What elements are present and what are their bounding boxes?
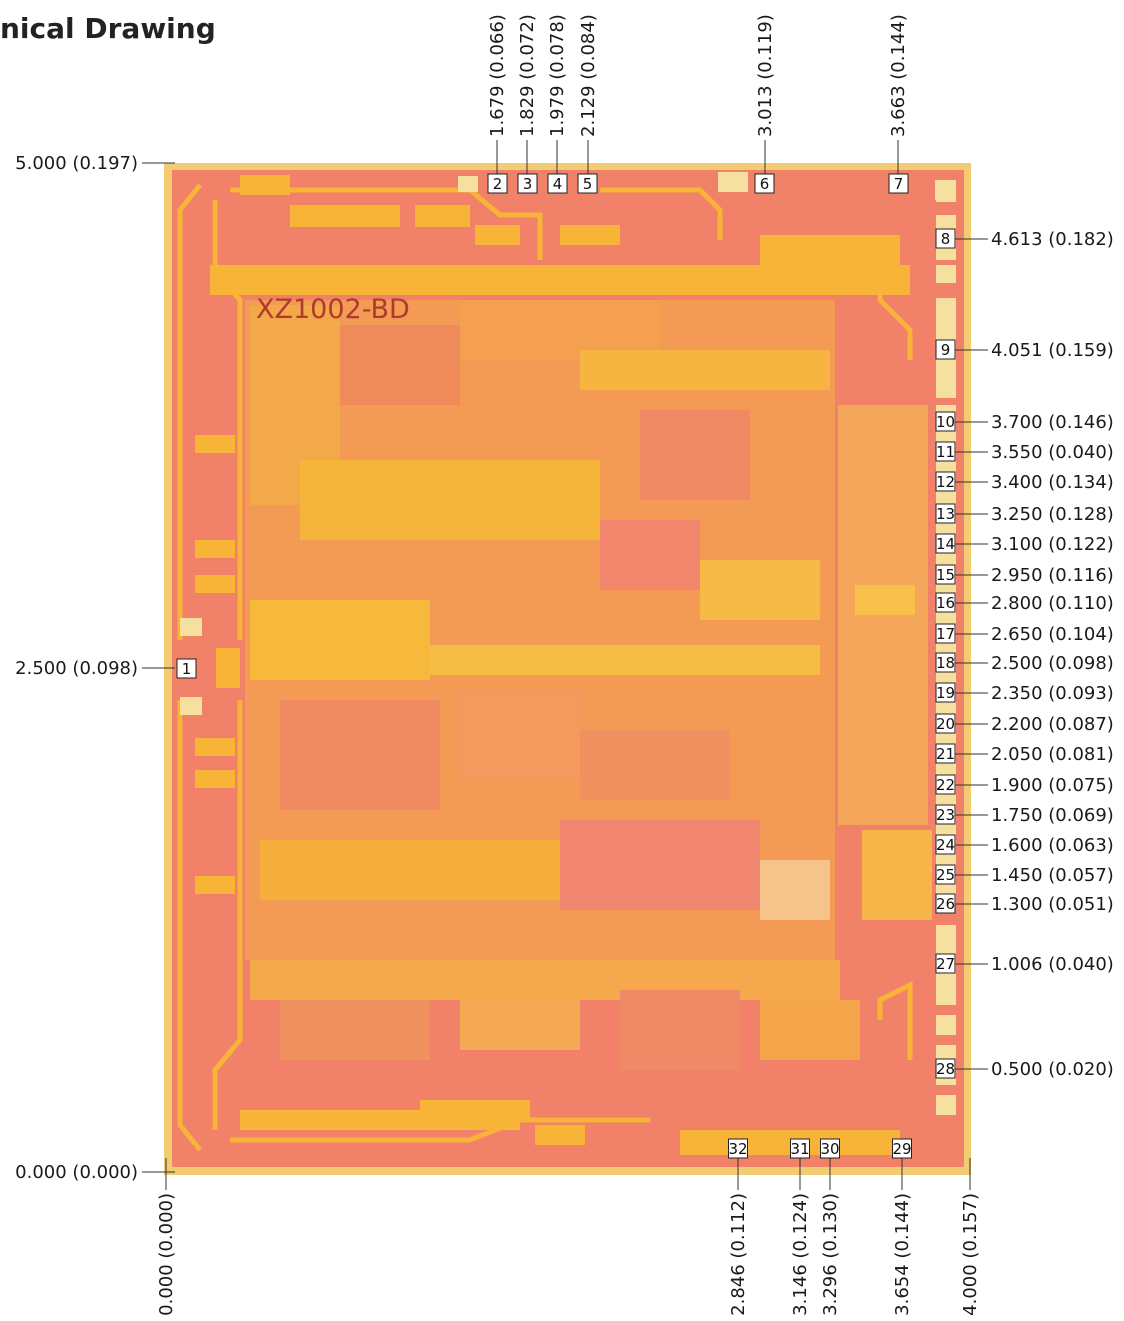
pad-12-number: 12 [936, 473, 955, 491]
pad-16-number: 16 [936, 594, 955, 612]
right-dim-label-14: 3.100 (0.122) [991, 534, 1114, 555]
pad-5-number: 5 [583, 175, 593, 193]
pad-22-number: 22 [936, 776, 955, 794]
pad-29-number: 29 [892, 1140, 911, 1158]
right-dim-label-28: 0.500 (0.020) [991, 1059, 1114, 1080]
die-right-array [838, 405, 932, 920]
pad-25-number: 25 [936, 866, 955, 884]
right-dim-label-12: 3.400 (0.134) [991, 472, 1114, 493]
right-dim-label-10: 3.700 (0.146) [991, 412, 1114, 433]
drawing-title: nical Drawing [0, 12, 216, 45]
pad-23-number: 23 [936, 806, 955, 824]
pad-9-number: 9 [941, 341, 951, 359]
pad-7-number: 7 [894, 175, 904, 193]
right-dim-label-13: 3.250 (0.128) [991, 504, 1114, 525]
pad-10-number: 10 [936, 413, 955, 431]
die-left-blocks [195, 435, 240, 894]
pad-31-number: 31 [790, 1140, 809, 1158]
left-dim-label-1: 2.500 (0.098) [15, 658, 138, 679]
die-part-label: XZ1002-BD [256, 294, 410, 325]
right-dim-label-23: 1.750 (0.069) [991, 805, 1114, 826]
pad-32-box [728, 1138, 748, 1159]
pad-19-number: 19 [936, 684, 955, 702]
pad-5-box [577, 173, 598, 194]
pad-6-box [754, 173, 775, 194]
die-traces [177, 183, 913, 1152]
pad-2-box [487, 173, 508, 194]
right-dim-label-17: 2.650 (0.104) [991, 624, 1114, 645]
right-dim-label-27: 1.006 (0.040) [991, 954, 1114, 975]
pad-30-number: 30 [820, 1140, 839, 1158]
top-dim-label-4: 1.979 (0.078) [547, 14, 568, 137]
top-dim-label-6: 3.013 (0.119) [755, 14, 776, 137]
right-dim-label-11: 3.550 (0.040) [991, 442, 1114, 463]
right-dim-label-15: 2.950 (0.116) [991, 565, 1114, 586]
right-dim-label-20: 2.200 (0.087) [991, 714, 1114, 735]
right-dim-label-22: 1.900 (0.075) [991, 775, 1114, 796]
pad-27-number: 27 [936, 955, 955, 973]
dimension-annotations: 1.679 (0.066) 2 1.829 (0.072) 3 1.979 (0.078… [15, 14, 1114, 1316]
right-dim-label-24: 1.600 (0.063) [991, 835, 1114, 856]
pad-15-number: 15 [936, 566, 955, 584]
bottom-dim-label-2: 3.146 (0.124) [790, 1193, 811, 1316]
pad-6-number: 6 [760, 175, 770, 193]
right-dim-label-16: 2.800 (0.110) [991, 593, 1114, 614]
left-dim-label-0: 5.000 (0.197) [15, 153, 138, 174]
right-bond-pads [936, 180, 956, 1115]
pad-3-number: 3 [523, 175, 533, 193]
right-dim-label-8: 4.613 (0.182) [991, 229, 1114, 250]
pad-26-number: 26 [936, 895, 955, 913]
pad-3-box [517, 173, 538, 194]
pad-13-number: 13 [936, 505, 955, 523]
top-dim-label-5: 2.129 (0.084) [578, 14, 599, 137]
pad-24-number: 24 [936, 836, 955, 854]
pad-14-number: 14 [936, 535, 955, 553]
pad-7-box [888, 173, 909, 194]
pad-21-number: 21 [936, 745, 955, 763]
bottom-dim-label-4: 3.654 (0.144) [892, 1193, 913, 1316]
bottom-dim-label-0: 0.000 (0.000) [156, 1193, 177, 1316]
right-dim-label-26: 1.300 (0.051) [991, 894, 1114, 915]
top-dim-label-3: 1.829 (0.072) [517, 14, 538, 137]
pad-4-box [547, 173, 568, 194]
bottom-dim-label-3: 3.296 (0.130) [820, 1193, 841, 1316]
pad-29-box [892, 1138, 912, 1159]
top-dim-label-7: 3.663 (0.144) [888, 14, 909, 137]
pad-28-number: 28 [936, 1060, 955, 1078]
pad-1-number: 1 [182, 660, 192, 678]
bottom-dim-label-1: 2.846 (0.112) [728, 1193, 749, 1316]
pad-17-number: 17 [936, 625, 955, 643]
right-dim-label-9: 4.051 (0.159) [991, 340, 1114, 361]
pad-11-number: 11 [936, 443, 955, 461]
pad-32-number: 32 [728, 1140, 747, 1158]
pad-8-number: 8 [941, 230, 951, 248]
pad-31-box [790, 1138, 810, 1159]
right-dim-label-21: 2.050 (0.081) [991, 744, 1114, 765]
left-dim-label-2: 0.000 (0.000) [15, 1162, 138, 1183]
top-bond-pads [458, 172, 955, 200]
pad-18-number: 18 [936, 654, 955, 672]
bottom-dim-label-5: 4.000 (0.157) [960, 1193, 981, 1316]
right-dim-label-19: 2.350 (0.093) [991, 683, 1114, 704]
left-bond-pads [180, 618, 202, 715]
right-dim-label-18: 2.500 (0.098) [991, 653, 1114, 674]
die-core [245, 300, 860, 1070]
right-dim-label-25: 1.450 (0.057) [991, 865, 1114, 886]
pad-20-number: 20 [936, 715, 955, 733]
pad-4-number: 4 [553, 175, 563, 193]
pad-30-box [820, 1138, 840, 1159]
pad-1-box [176, 658, 197, 679]
top-dim-label-2: 1.679 (0.066) [487, 14, 508, 137]
pad-2-number: 2 [493, 175, 503, 193]
